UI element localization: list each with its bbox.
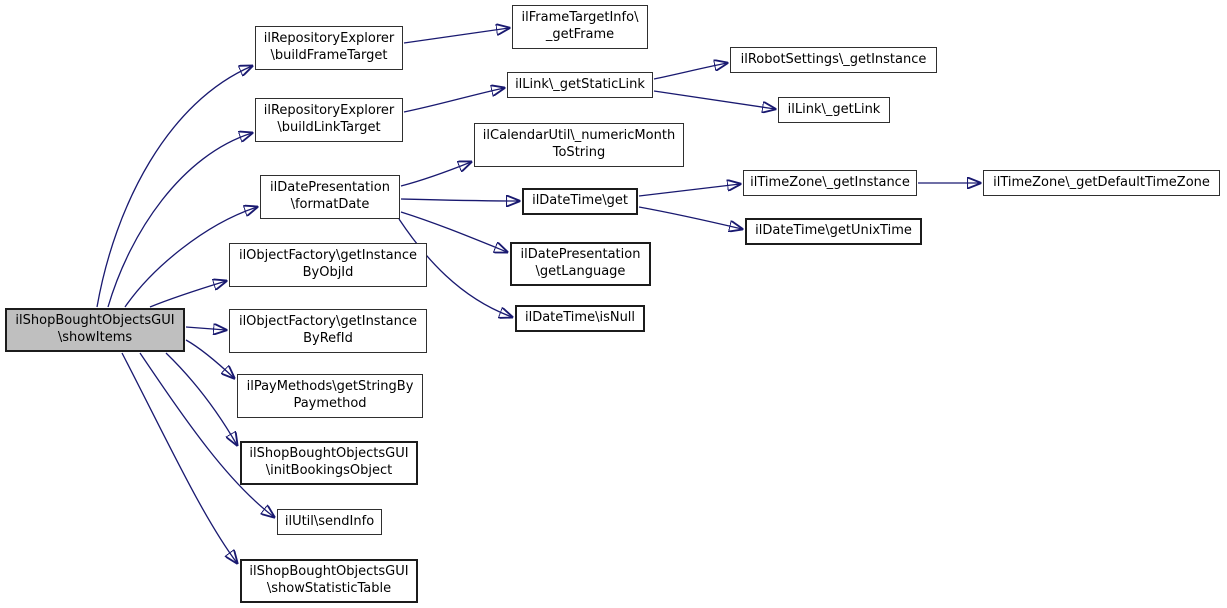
node-getDefaultTimeZone[interactable]: ilTimeZone\_getDefaultTimeZone <box>983 170 1220 196</box>
node-formatDate[interactable]: ilDatePresentation \formatDate <box>260 175 400 219</box>
edge-dateTimeGet-getUnixTime <box>638 206 742 229</box>
edge-buildLinkTarget-getStaticLink <box>403 88 504 113</box>
edge-showItems-showStatisticTable <box>121 352 237 563</box>
node-showItems: ilShopBoughtObjectsGUI \showItems <box>5 308 185 352</box>
node-isNull[interactable]: ilDateTime\isNull <box>515 305 645 332</box>
edge-buildFrameTarget-getFrame <box>403 28 509 44</box>
node-getStaticLink[interactable]: ilLink\_getStaticLink <box>507 72 653 98</box>
node-numericMonthToString[interactable]: ilCalendarUtil\_numericMonth ToString <box>474 123 684 167</box>
node-initBookingsObject[interactable]: ilShopBoughtObjectsGUI \initBookingsObje… <box>240 441 418 485</box>
edge-showItems-getInstanceByObjId <box>149 281 226 308</box>
node-robotSettingsGetInstance[interactable]: ilRobotSettings\_getInstance <box>730 47 937 73</box>
node-getInstanceByRefId[interactable]: ilObjectFactory\getInstance ByRefId <box>229 309 427 353</box>
edge-formatDate-dateTimeGet <box>400 199 519 201</box>
edge-showItems-initBookingsObject <box>165 352 237 445</box>
edge-getStaticLink-getLink <box>653 90 775 109</box>
edge-showItems-getInstanceByRefId <box>185 327 226 330</box>
node-buildFrameTarget[interactable]: ilRepositoryExplorer \buildFrameTarget <box>255 26 403 70</box>
edge-dateTimeGet-timeZoneGetInstance <box>638 184 740 197</box>
edge-formatDate-numericMonthToString <box>400 162 471 187</box>
node-buildLinkTarget[interactable]: ilRepositoryExplorer \buildLinkTarget <box>255 98 403 142</box>
node-getStringByPaymethod[interactable]: ilPayMethods\getStringBy Paymethod <box>237 374 423 418</box>
node-getUnixTime[interactable]: ilDateTime\getUnixTime <box>745 218 922 245</box>
edge-getStaticLink-robotSettingsGetInstance <box>653 63 727 80</box>
node-getFrame[interactable]: ilFrameTargetInfo\ _getFrame <box>512 5 648 49</box>
node-timeZoneGetInstance[interactable]: ilTimeZone\_getInstance <box>743 170 917 196</box>
node-dateTimeGet[interactable]: ilDateTime\get <box>522 188 638 215</box>
node-getInstanceByObjId[interactable]: ilObjectFactory\getInstance ByObjId <box>229 243 427 287</box>
node-getLanguage[interactable]: ilDatePresentation \getLanguage <box>510 242 651 286</box>
node-sendInfo[interactable]: ilUtil\sendInfo <box>277 509 382 535</box>
edge-showItems-getStringByPaymethod <box>185 339 234 378</box>
node-getLink[interactable]: ilLink\_getLink <box>778 97 890 123</box>
node-showStatisticTable[interactable]: ilShopBoughtObjectsGUI \showStatisticTab… <box>240 559 418 603</box>
